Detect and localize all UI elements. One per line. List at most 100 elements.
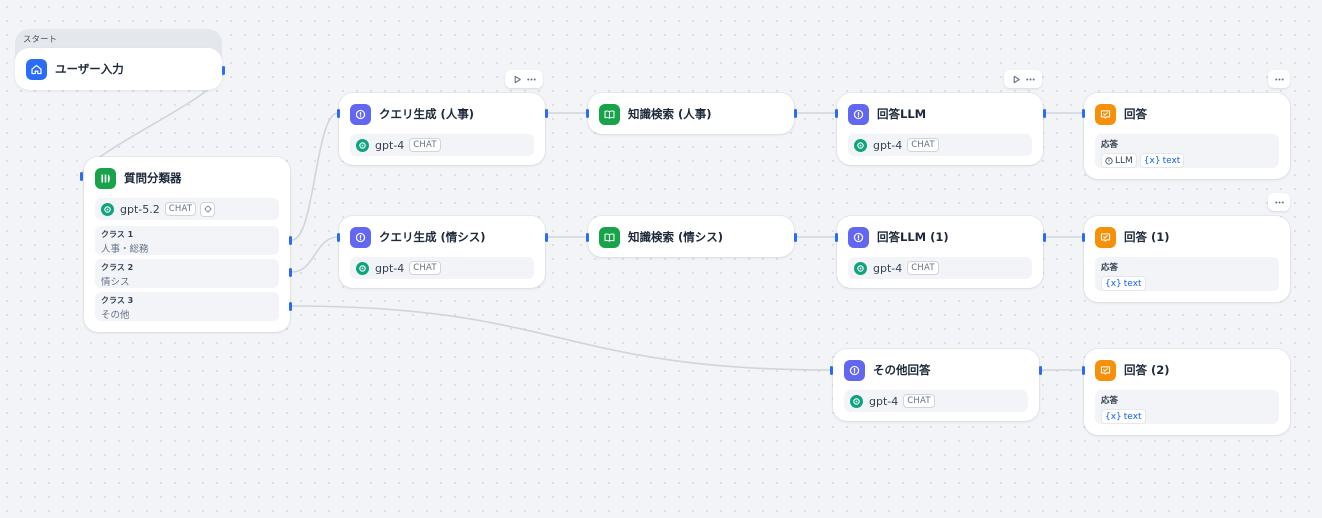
- model-badge: CHAT: [903, 394, 935, 408]
- start-node[interactable]: ユーザー入力: [15, 48, 222, 90]
- model-row[interactable]: gpt-4 CHAT: [848, 134, 1032, 156]
- run-icon[interactable]: [510, 72, 524, 86]
- classifier-model-badge: CHAT: [164, 202, 197, 216]
- start-node-group[interactable]: スタート ユーザー入力: [15, 29, 222, 90]
- class2-output-handle[interactable]: [289, 268, 292, 277]
- knowledge-node-hr[interactable]: 知識検索 (人事): [588, 93, 794, 134]
- input-handle[interactable]: [1082, 366, 1085, 375]
- model-name: gpt-4: [375, 138, 405, 152]
- llm-node-other[interactable]: その他回答 gpt-4 CHAT: [833, 349, 1039, 421]
- book-icon: [599, 226, 620, 248]
- knowledge-node-title: 知識検索 (情シス): [628, 230, 724, 244]
- output-handle[interactable]: [1039, 366, 1042, 375]
- run-icon[interactable]: [1009, 72, 1023, 86]
- response-field: 応答 {x} text: [1095, 257, 1279, 291]
- answer-node-title: 回答: [1124, 107, 1147, 121]
- node-toolbar-llm1: [1004, 70, 1042, 88]
- llm-node-title: 回答LLM: [877, 107, 927, 121]
- llm-icon: [1105, 156, 1113, 165]
- input-handle[interactable]: [586, 109, 589, 118]
- input-handle[interactable]: [830, 366, 833, 375]
- output-handle[interactable]: [1043, 233, 1046, 242]
- edge-class1-query1: [291, 112, 339, 241]
- class1-output-handle[interactable]: [289, 236, 292, 245]
- answer-icon: [1095, 103, 1116, 125]
- model-name: gpt-4: [873, 138, 903, 152]
- openai-icon: [850, 394, 863, 408]
- llm-icon: [844, 359, 865, 381]
- input-handle[interactable]: [1082, 233, 1085, 242]
- knowledge-node-it[interactable]: 知識検索 (情シス): [588, 216, 794, 257]
- class-value: 情シス: [101, 277, 130, 288]
- answer-icon: [1095, 359, 1116, 381]
- variable-icon: {x}: [1105, 411, 1122, 422]
- model-settings-icon[interactable]: [200, 201, 216, 217]
- answer-node[interactable]: 回答 応答 LLM {x} text: [1084, 93, 1290, 179]
- classifier-model-name: gpt-5.2: [120, 202, 160, 216]
- output-handle[interactable]: [1043, 109, 1046, 118]
- more-icon[interactable]: [1272, 72, 1286, 86]
- openai-icon: [356, 138, 369, 152]
- llm-icon: [848, 103, 869, 125]
- input-handle[interactable]: [1082, 109, 1085, 118]
- answer-node-2[interactable]: 回答 (2) 応答 {x} text: [1084, 349, 1290, 435]
- variable-source: LLM: [1101, 153, 1137, 168]
- input-handle[interactable]: [835, 109, 838, 118]
- output-handle[interactable]: [545, 109, 548, 118]
- response-label: 応答: [1101, 263, 1119, 273]
- variable-icon: {x}: [1143, 155, 1161, 166]
- openai-icon: [101, 202, 114, 216]
- more-icon[interactable]: [1272, 195, 1286, 209]
- classifier-model-row[interactable]: gpt-5.2 CHAT: [95, 198, 279, 220]
- node-toolbar-answer1: [1268, 70, 1290, 88]
- openai-icon: [854, 138, 867, 152]
- start-label: スタート: [23, 35, 58, 45]
- llm-node-answer-1[interactable]: 回答LLM (1) gpt-4 CHAT: [837, 216, 1043, 288]
- input-handle[interactable]: [337, 109, 340, 118]
- knowledge-node-title: 知識検索 (人事): [628, 107, 712, 121]
- class-value: その他: [101, 310, 130, 321]
- llm-icon: [350, 226, 371, 248]
- variable-node-name: LLM: [1115, 155, 1133, 166]
- output-handle[interactable]: [794, 109, 797, 118]
- class3-output-handle[interactable]: [289, 302, 292, 311]
- class-item-1: クラス 1 人事・総務: [95, 226, 279, 255]
- more-icon[interactable]: [524, 72, 538, 86]
- classifier-title: 質問分類器: [124, 171, 182, 185]
- input-handle[interactable]: [337, 233, 340, 242]
- class-item-2: クラス 2 情シス: [95, 259, 279, 288]
- query-node-it[interactable]: クエリ生成 (情シス) gpt-4 CHAT: [339, 216, 545, 288]
- llm-icon: [848, 226, 869, 248]
- model-row[interactable]: gpt-4 CHAT: [848, 257, 1032, 279]
- answer-icon: [1095, 226, 1116, 248]
- input-handle[interactable]: [835, 233, 838, 242]
- response-field: 応答 LLM {x} text: [1095, 134, 1279, 168]
- variable-tag: {x} text: [1101, 409, 1146, 424]
- answer-node-1[interactable]: 回答 (1) 応答 {x} text: [1084, 216, 1290, 302]
- node-toolbar-answer2: [1268, 193, 1290, 211]
- variable-tag: {x} text: [1139, 153, 1185, 168]
- query-node-hr[interactable]: クエリ生成 (人事) gpt-4 CHAT: [339, 93, 545, 165]
- classifier-icon: [95, 167, 116, 189]
- model-row[interactable]: gpt-4 CHAT: [844, 390, 1028, 412]
- node-toolbar-query1: [505, 70, 543, 88]
- model-badge: CHAT: [907, 138, 939, 152]
- query-node-title: クエリ生成 (人事): [379, 107, 475, 121]
- variable-tag: {x} text: [1101, 276, 1146, 291]
- output-handle[interactable]: [545, 233, 548, 242]
- classifier-input-handle[interactable]: [80, 172, 83, 181]
- llm-node-answer[interactable]: 回答LLM gpt-4 CHAT: [837, 93, 1043, 165]
- output-handle[interactable]: [794, 233, 797, 242]
- answer-node-title: 回答 (1): [1124, 230, 1170, 244]
- more-icon[interactable]: [1023, 72, 1037, 86]
- model-row[interactable]: gpt-4 CHAT: [350, 257, 534, 279]
- input-handle[interactable]: [586, 233, 589, 242]
- response-label: 応答: [1101, 140, 1119, 150]
- start-output-handle[interactable]: [222, 66, 225, 75]
- classifier-node[interactable]: 質問分類器 gpt-5.2 CHAT クラス 1 人事・総務 クラス 2 情シス…: [84, 157, 290, 332]
- class-label: クラス 2: [101, 263, 134, 272]
- model-name: gpt-4: [869, 394, 899, 408]
- book-icon: [599, 103, 620, 125]
- model-row[interactable]: gpt-4 CHAT: [350, 134, 534, 156]
- model-name: gpt-4: [375, 261, 405, 275]
